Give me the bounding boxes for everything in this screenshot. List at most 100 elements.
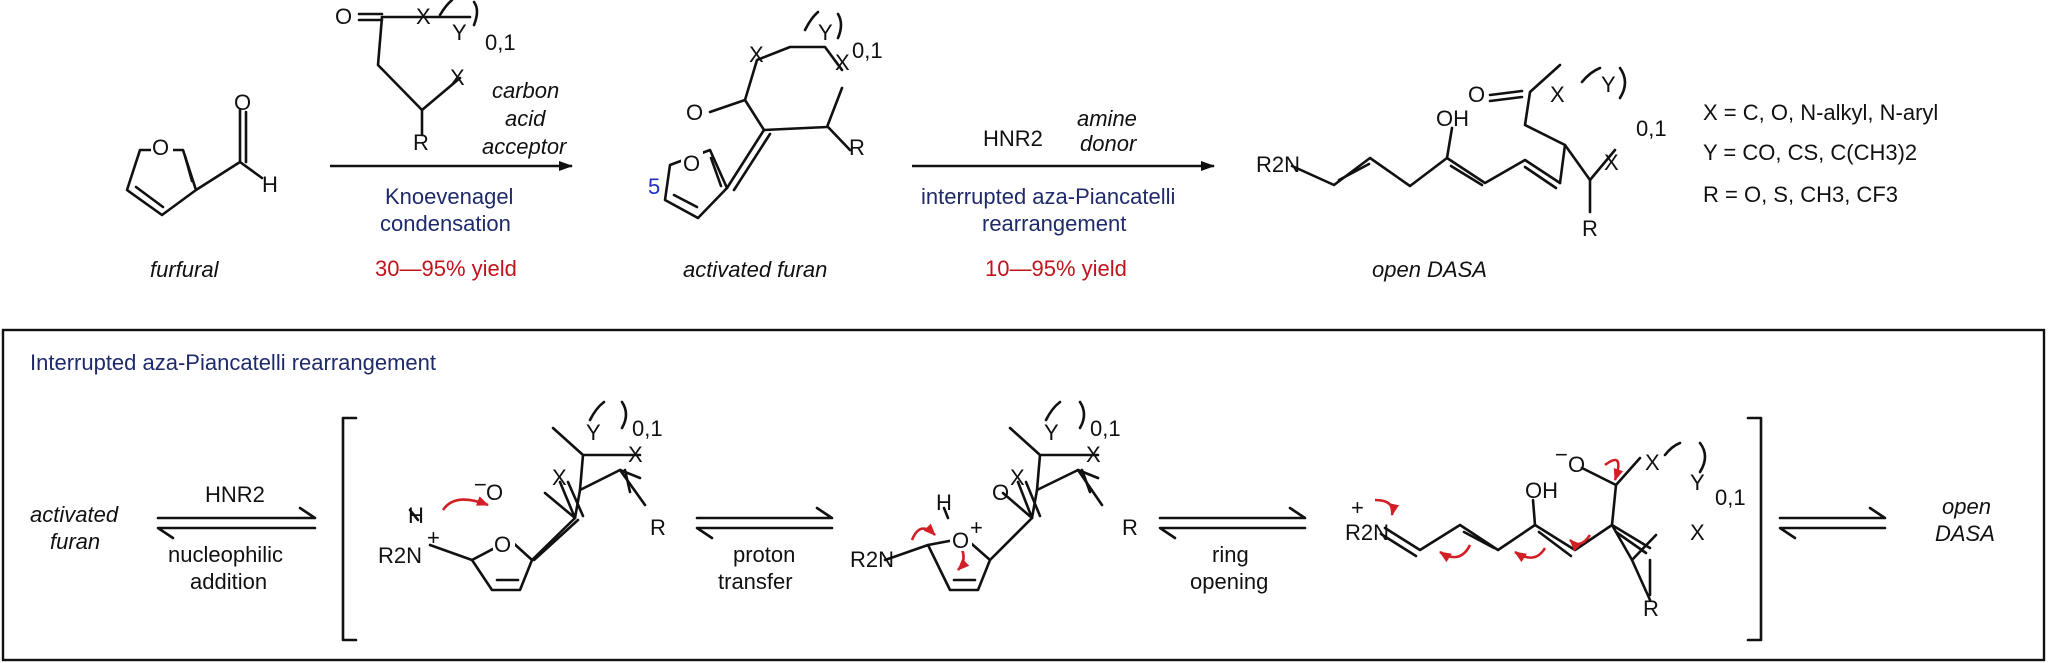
int1-minus: − bbox=[474, 472, 487, 497]
int1-r: R bbox=[650, 515, 666, 540]
open-dasa-structure: R2N OH O X Y X 0,1 R bbox=[1256, 63, 1667, 241]
open-dasa-r2n: R2N bbox=[1256, 152, 1300, 177]
int3-x-bottom: X bbox=[1690, 520, 1705, 545]
carbon-acid-y: Y bbox=[452, 20, 467, 45]
int1-alkoxide-oxygen: O bbox=[486, 480, 503, 505]
open-dasa-carbonyl-oxygen: O bbox=[1468, 82, 1485, 107]
legend-y-definition: Y = CO, CS, C(CH3)2 bbox=[1703, 140, 1917, 165]
equilibrium-arrow-2 bbox=[695, 506, 834, 540]
step1-label-line1: nucleophilic bbox=[168, 542, 283, 567]
activated-furan-structure: O O X Y X 0,1 R 5 bbox=[648, 10, 883, 220]
intermediates-bracket-left bbox=[341, 416, 358, 642]
activated-furan-y: Y bbox=[818, 20, 833, 45]
int2-ring-oxygen: O bbox=[952, 528, 969, 553]
int2-y: Y bbox=[1044, 420, 1059, 445]
int3-x-top: X bbox=[1645, 450, 1660, 475]
condition1-line2: condensation bbox=[380, 211, 511, 236]
amine-label-line1: amine bbox=[1077, 106, 1137, 131]
int1-ring-oxygen: O bbox=[494, 532, 511, 557]
int3-r: R bbox=[1643, 596, 1659, 621]
equilibrium-arrow-4 bbox=[1778, 506, 1887, 540]
int1-x-right: X bbox=[628, 442, 643, 467]
open-dasa-x-bottom: X bbox=[1604, 150, 1619, 175]
mechanism-start-line2: furan bbox=[50, 529, 100, 554]
legend-r-definition: R = O, S, CH3, CF3 bbox=[1703, 182, 1898, 207]
activated-furan-r: R bbox=[849, 135, 865, 160]
open-dasa-y: Y bbox=[1601, 72, 1616, 97]
int3-hydroxyl: OH bbox=[1525, 478, 1558, 503]
step1-label-line2: addition bbox=[190, 569, 267, 594]
furfural-aldehyde-hydrogen: H bbox=[262, 172, 278, 197]
carbon-acid-label-line2: acid bbox=[505, 106, 546, 131]
step3-label-line2: opening bbox=[1190, 569, 1268, 594]
mechanism-title: Interrupted aza-Piancatelli rearrangemen… bbox=[30, 350, 436, 375]
int2-r2n: R2N bbox=[850, 547, 894, 572]
carbon-acid-x-top: X bbox=[416, 4, 431, 29]
int2-subscript: 0,1 bbox=[1090, 416, 1121, 441]
legend-x-definition: X = C, O, N-alkyl, N-aryl bbox=[1703, 100, 1938, 125]
yield1-text: 30—95% yield bbox=[375, 256, 517, 281]
carbon-acid-x-bottom: X bbox=[450, 65, 465, 90]
int3-alkoxide-oxygen: O bbox=[1568, 452, 1585, 477]
condition1-line1: Knoevenagel bbox=[385, 184, 513, 209]
activated-furan-carbonyl-oxygen: O bbox=[686, 100, 703, 125]
int1-subscript: 0,1 bbox=[632, 416, 663, 441]
furfural-label: furfural bbox=[150, 257, 220, 282]
open-dasa-r: R bbox=[1582, 216, 1598, 241]
mechanism-start-line1: activated bbox=[30, 502, 119, 527]
intermediate-ammonium: O R2N H + O − X Y X 0,1 R bbox=[378, 400, 666, 592]
carbon-acid-label-line1: carbon bbox=[492, 78, 559, 103]
int2-hydrogen: H bbox=[936, 490, 952, 515]
int1-y: Y bbox=[586, 420, 601, 445]
activated-furan-ring-oxygen: O bbox=[683, 151, 700, 176]
step2-label-line2: transfer bbox=[718, 569, 793, 594]
mechanism-box bbox=[1, 328, 2046, 662]
mechanism-end-line1: open bbox=[1942, 494, 1991, 519]
furfural-structure: O O H bbox=[125, 90, 278, 217]
activated-furan-label: activated furan bbox=[683, 257, 827, 282]
furfural-aldehyde-oxygen: O bbox=[234, 90, 251, 115]
position-5-label: 5 bbox=[648, 174, 660, 199]
int2-x-right: X bbox=[1086, 442, 1101, 467]
int2-carbonyl-oxygen: O bbox=[992, 480, 1009, 505]
furfural-ring-oxygen: O bbox=[152, 135, 169, 160]
int2-x-left: X bbox=[1010, 465, 1025, 490]
open-dasa-subscript: 0,1 bbox=[1636, 116, 1667, 141]
yield2-text: 10—95% yield bbox=[985, 256, 1127, 281]
int2-plus: + bbox=[970, 515, 983, 540]
carbon-acid-structure: O X Y X 0,1 R bbox=[335, 0, 516, 155]
open-dasa-label: open DASA bbox=[1372, 257, 1487, 282]
reagent2-amine: HNR2 bbox=[983, 126, 1043, 151]
activated-furan-subscript: 0,1 bbox=[852, 38, 883, 63]
carbon-acid-r: R bbox=[413, 130, 429, 155]
mechanism-end-line2: DASA bbox=[1935, 521, 1995, 546]
step2-label-line1: proton bbox=[733, 542, 795, 567]
activated-furan-x-right: X bbox=[835, 50, 850, 75]
int3-minus: − bbox=[1555, 442, 1568, 467]
condition2-line1: interrupted aza-Piancatelli bbox=[921, 184, 1175, 209]
carbon-acid-subscript: 0,1 bbox=[485, 30, 516, 55]
int1-x-left: X bbox=[552, 465, 567, 490]
step3-label-line1: ring bbox=[1212, 542, 1249, 567]
activated-furan-x-left: X bbox=[749, 42, 764, 67]
open-dasa-x-top: X bbox=[1550, 82, 1565, 107]
intermediates-bracket-right bbox=[1746, 416, 1763, 642]
amine-label-line2: donor bbox=[1080, 131, 1138, 156]
int3-r2n: R2N bbox=[1345, 520, 1389, 545]
intermediate-oxonium: O + H R2N O X Y X 0,1 R bbox=[850, 400, 1138, 592]
int3-plus: + bbox=[1351, 495, 1364, 520]
carbon-acid-carbonyl-oxygen: O bbox=[335, 4, 352, 29]
step1-reagent: HNR2 bbox=[205, 482, 265, 507]
carbon-acid-label-line3: acceptor bbox=[482, 134, 568, 159]
int2-r: R bbox=[1122, 515, 1138, 540]
int1-plus: + bbox=[427, 525, 440, 550]
open-dasa-hydroxyl: OH bbox=[1436, 106, 1469, 131]
int1-hydrogen: H bbox=[408, 503, 424, 528]
int3-y: Y bbox=[1690, 470, 1705, 495]
intermediate-iminium: R2N + OH O − X Y X 0,1 R bbox=[1345, 441, 1746, 621]
equilibrium-arrow-1 bbox=[156, 506, 317, 540]
int1-r2n: R2N bbox=[378, 543, 422, 568]
condition2-line2: rearrangement bbox=[982, 211, 1126, 236]
equilibrium-arrow-3 bbox=[1158, 506, 1307, 540]
